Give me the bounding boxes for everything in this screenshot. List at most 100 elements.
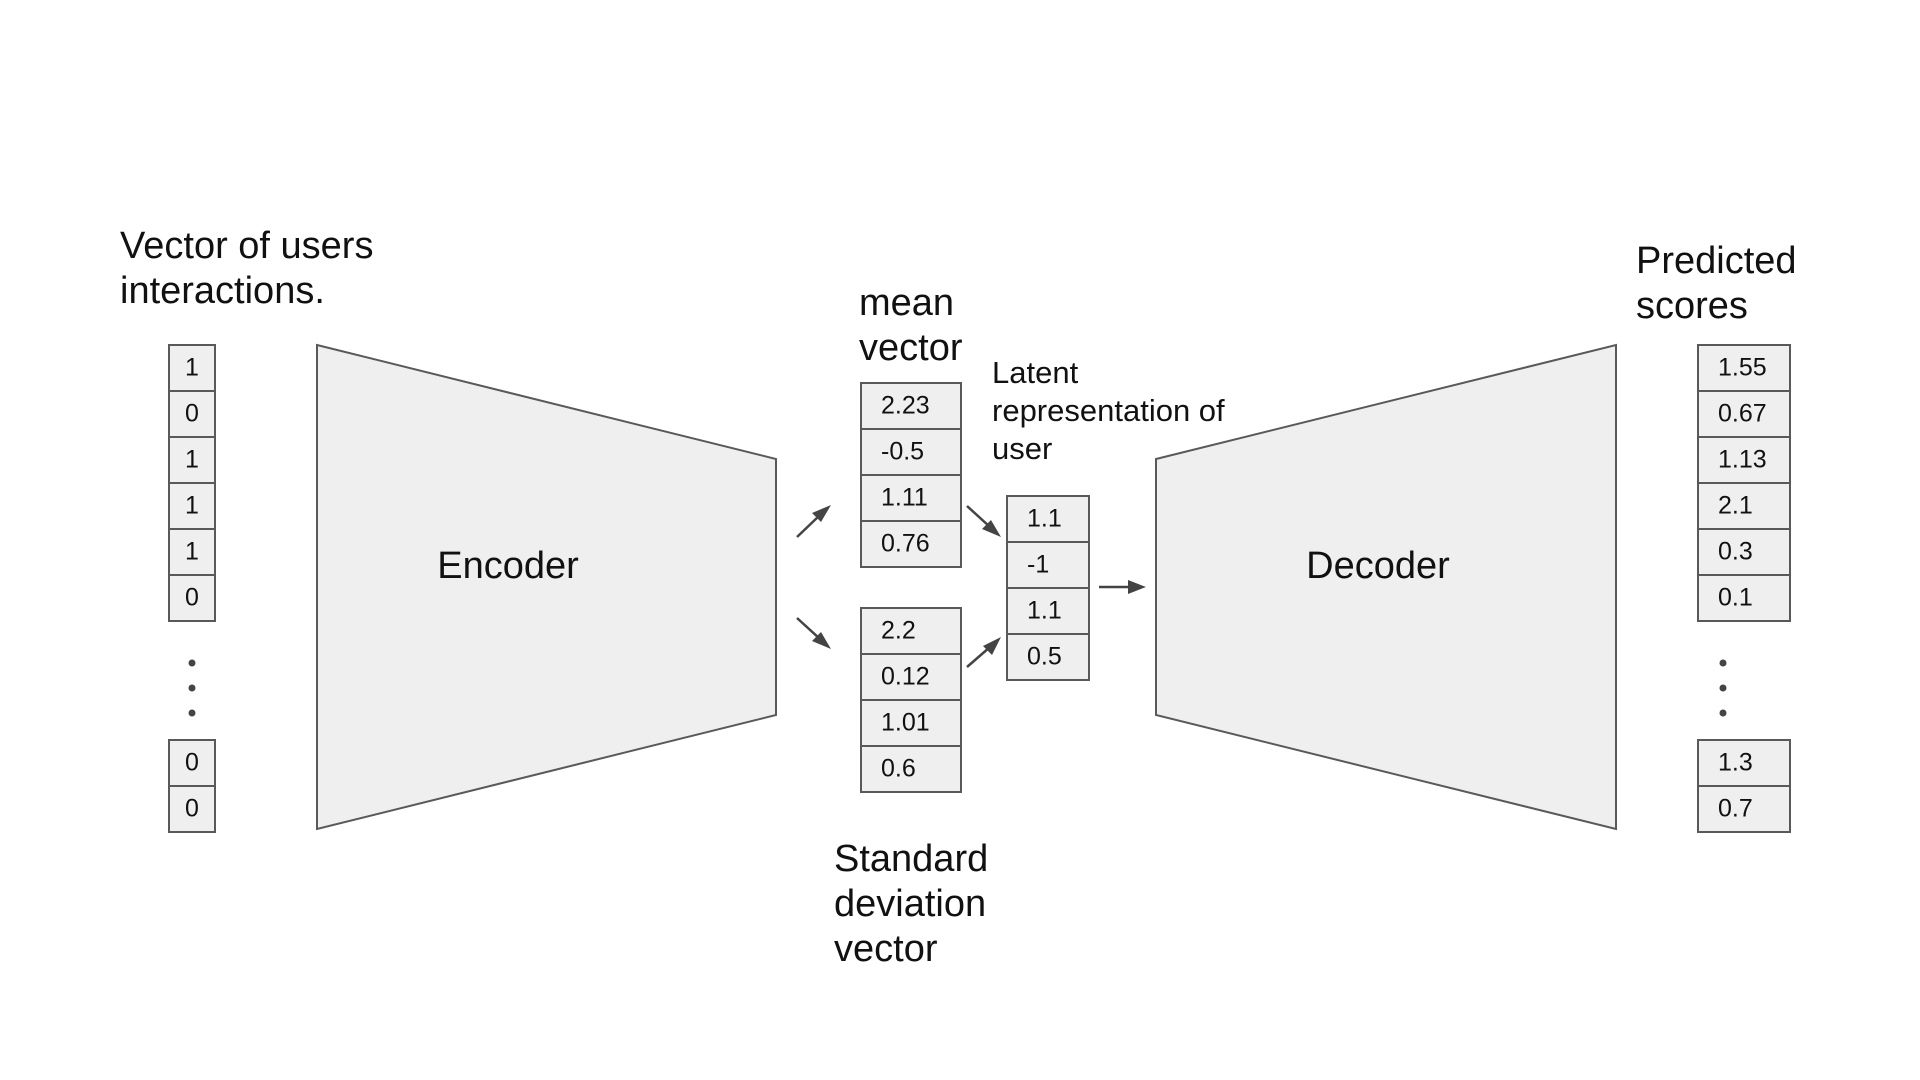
ellipsis-dot xyxy=(1719,659,1727,667)
vector-cell-value: 1.1 xyxy=(1027,597,1062,625)
vector-cell: 1 xyxy=(168,436,216,484)
ellipsis-dot xyxy=(188,709,196,717)
input-vector-bottom: 00 xyxy=(168,739,216,833)
vector-cell-value: -1 xyxy=(1027,551,1049,579)
vector-cell-value: 0.67 xyxy=(1718,400,1767,428)
vector-cell-value: 2.23 xyxy=(881,392,930,420)
vector-cell: 0.7 xyxy=(1697,785,1791,833)
input-title-line-1: Vector of users xyxy=(120,225,373,267)
vector-cell: 1 xyxy=(168,344,216,392)
latent-vector: 1.1 -1 1.1 0.5 xyxy=(1006,495,1090,681)
vector-cell-value: 1.55 xyxy=(1718,354,1767,382)
vector-cell-value: 0.7 xyxy=(1718,795,1753,823)
vector-cell-value: 1.3 xyxy=(1718,749,1753,777)
std-title-line-2: deviation xyxy=(834,883,986,925)
vector-cell-box xyxy=(168,482,216,530)
vector-cell: 0.67 xyxy=(1697,390,1791,438)
vector-cell: 0.76 xyxy=(860,520,962,568)
arrow-mean-to-latent xyxy=(966,505,1001,537)
vector-cell: 1 xyxy=(168,482,216,530)
vector-cell-value: 2.2 xyxy=(881,617,916,645)
vector-cell-value: 1 xyxy=(185,492,199,520)
vector-cell-box xyxy=(168,574,216,622)
vector-cell: 0 xyxy=(168,574,216,622)
ellipsis-dot xyxy=(1719,684,1727,692)
vector-cell-value: 0 xyxy=(185,749,199,777)
mean-title: mean vector xyxy=(859,282,965,369)
vector-cell-box xyxy=(1697,528,1791,576)
vector-cell: 1.01 xyxy=(860,699,962,747)
vector-cell-value: 1 xyxy=(185,446,199,474)
std-title-line-3: vector xyxy=(834,928,938,970)
vector-cell-box xyxy=(1697,436,1791,484)
vector-cell-value: 1 xyxy=(185,538,199,566)
vector-cell: 1.1 xyxy=(1006,495,1090,543)
arrow-encoder-to-mean xyxy=(796,505,831,538)
output-vector-top: 1.55 0.67 1.13 2.1 0.3 0.1 xyxy=(1697,344,1791,622)
latent-title-line-2: representation of xyxy=(992,393,1225,428)
vector-cell: 0.6 xyxy=(860,745,962,793)
vector-cell: 0 xyxy=(168,785,216,833)
vector-cell-box xyxy=(1697,739,1791,787)
vector-cell: 0.12 xyxy=(860,653,962,701)
vector-cell-value: 0.76 xyxy=(881,530,930,558)
vector-cell-box xyxy=(1697,344,1791,392)
vector-cell-value: 2.1 xyxy=(1718,492,1753,520)
vector-cell: 0.5 xyxy=(1006,633,1090,681)
vector-cell-box xyxy=(860,745,962,793)
vector-cell-box xyxy=(860,382,962,430)
vector-cell-box xyxy=(860,653,962,701)
vector-cell-value: 0 xyxy=(185,400,199,428)
vector-cell-value: 1 xyxy=(185,354,199,382)
vector-cell: 2.23 xyxy=(860,382,962,430)
vector-cell-value: 0.12 xyxy=(881,663,930,691)
decoder-label: Decoder xyxy=(1306,545,1450,587)
vector-cell-value: 1.13 xyxy=(1718,446,1767,474)
vector-cell: 1.55 xyxy=(1697,344,1791,392)
vector-cell: 0.3 xyxy=(1697,528,1791,576)
vector-cell: 2.2 xyxy=(860,607,962,655)
vector-cell-value: 0.6 xyxy=(881,755,916,783)
ellipsis-dot xyxy=(188,684,196,692)
encoder-block xyxy=(316,343,777,831)
vector-cell-value: 0 xyxy=(185,795,199,823)
vector-cell: 0.1 xyxy=(1697,574,1791,622)
mean-title-line-1: mean xyxy=(859,282,954,324)
vector-cell-value: 0.1 xyxy=(1718,584,1753,612)
vector-cell: 2.1 xyxy=(1697,482,1791,530)
output-title: Predicted scores xyxy=(1636,240,1807,327)
arrow-encoder-to-std xyxy=(796,617,831,649)
ellipsis-dot xyxy=(1719,709,1727,717)
vector-cell-value: 0.5 xyxy=(1027,643,1062,671)
vector-cell: -0.5 xyxy=(860,428,962,476)
std-title: Standard deviation vector xyxy=(834,838,999,970)
vector-cell-value: 0.3 xyxy=(1718,538,1753,566)
vector-cell-box xyxy=(860,699,962,747)
output-title-line-2: scores xyxy=(1636,285,1748,327)
vector-cell-box xyxy=(860,607,962,655)
vector-cell: 1 xyxy=(168,528,216,576)
arrow-std-to-latent xyxy=(966,637,1001,668)
vector-cell: 1.3 xyxy=(1697,739,1791,787)
arrow-latent-to-decoder xyxy=(1099,580,1146,594)
std-vector: 2.2 0.12 1.01 0.6 xyxy=(860,607,962,793)
vector-cell-value: -0.5 xyxy=(881,438,924,466)
input-title-line-2: interactions. xyxy=(120,270,325,312)
decoder-block xyxy=(1155,343,1617,831)
encoder-label: Encoder xyxy=(437,545,579,587)
vector-cell-box xyxy=(168,785,216,833)
vector-cell: 0 xyxy=(168,390,216,438)
vector-cell-box xyxy=(1697,785,1791,833)
latent-title-line-1: Latent xyxy=(992,355,1079,390)
vector-cell-box xyxy=(1006,633,1090,681)
vector-cell-value: 1.11 xyxy=(881,484,928,512)
std-title-line-1: Standard xyxy=(834,838,988,880)
input-ellipsis xyxy=(188,659,196,717)
latent-title-line-3: user xyxy=(992,431,1052,466)
vector-cell-value: 0 xyxy=(185,584,199,612)
vector-cell: -1 xyxy=(1006,541,1090,589)
vector-cell-box xyxy=(860,520,962,568)
vector-cell: 0 xyxy=(168,739,216,787)
vector-cell-value: 1.1 xyxy=(1027,505,1062,533)
